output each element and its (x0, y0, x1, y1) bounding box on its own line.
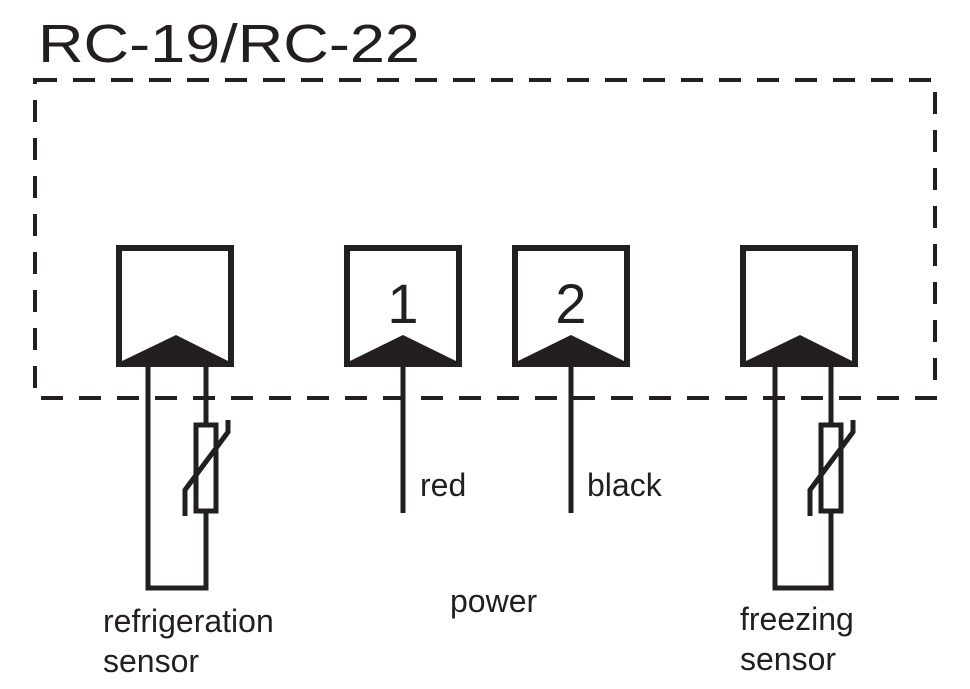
red-wire-label: red (420, 467, 466, 503)
terminal-number: 2 (555, 272, 586, 335)
terminal-1: 1 red (344, 245, 466, 513)
freezing-sensor-label-line2: sensor (740, 641, 836, 677)
terminal-freezing-sensor (740, 245, 858, 591)
diagram-title: RC-19/RC-22 (38, 14, 420, 74)
freezing-sensor-label-line1: freezing (740, 601, 854, 637)
terminal-2: 2 black (512, 245, 663, 513)
terminal-number: 1 (387, 272, 418, 335)
black-wire-label: black (587, 467, 663, 503)
terminal-refrigeration-sensor (116, 245, 234, 591)
thermistor-icon (182, 420, 231, 516)
power-label: power (450, 583, 538, 619)
refrigeration-sensor-label-line1: refrigeration (103, 603, 274, 639)
thermistor-icon (807, 420, 856, 516)
refrigeration-sensor-label-line2: sensor (103, 643, 199, 679)
